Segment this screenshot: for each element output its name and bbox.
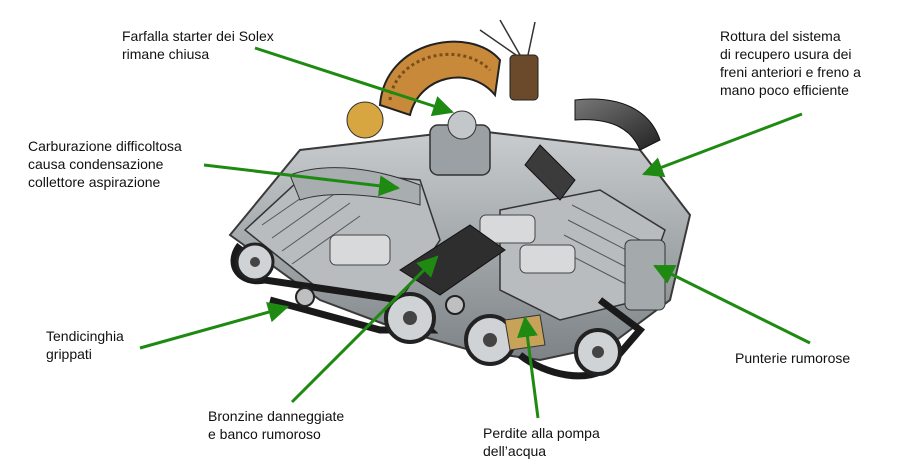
arrow-tendicinghia [139,301,290,350]
piston [479,214,536,244]
arrow-punterie [653,264,811,345]
arrow-carburazione [203,163,401,197]
label-carburazione: Carburazione difficoltosa causa condensa… [28,138,182,190]
piston [329,234,391,266]
valve-train [624,239,666,311]
label-freni: Rottura del sistema di recupero usura de… [720,28,861,98]
callout-arrows [139,46,811,419]
label-tendicinghia: Tendicinghia grippati [46,328,124,362]
oil-filler [346,101,384,139]
piston [519,244,576,274]
arrow-starter [254,46,454,117]
label-bronzine: Bronzine danneggiate e banco rumoroso [208,408,345,442]
label-punterie: Punterie rumorose [735,350,851,366]
arrow-pompa [517,315,540,419]
engine-illustration [228,19,692,380]
pulleys [235,242,622,376]
air-filter [378,40,502,117]
arrow-freni [642,112,803,178]
distributor [509,54,539,101]
label-pompa: Perdite alla pompa dell’acqua [483,425,600,459]
exhaust-pipe [574,98,661,151]
label-starter: Farfalla starter dei Solex rimane chiusa [122,28,274,62]
arrow-bronzine [290,255,439,404]
